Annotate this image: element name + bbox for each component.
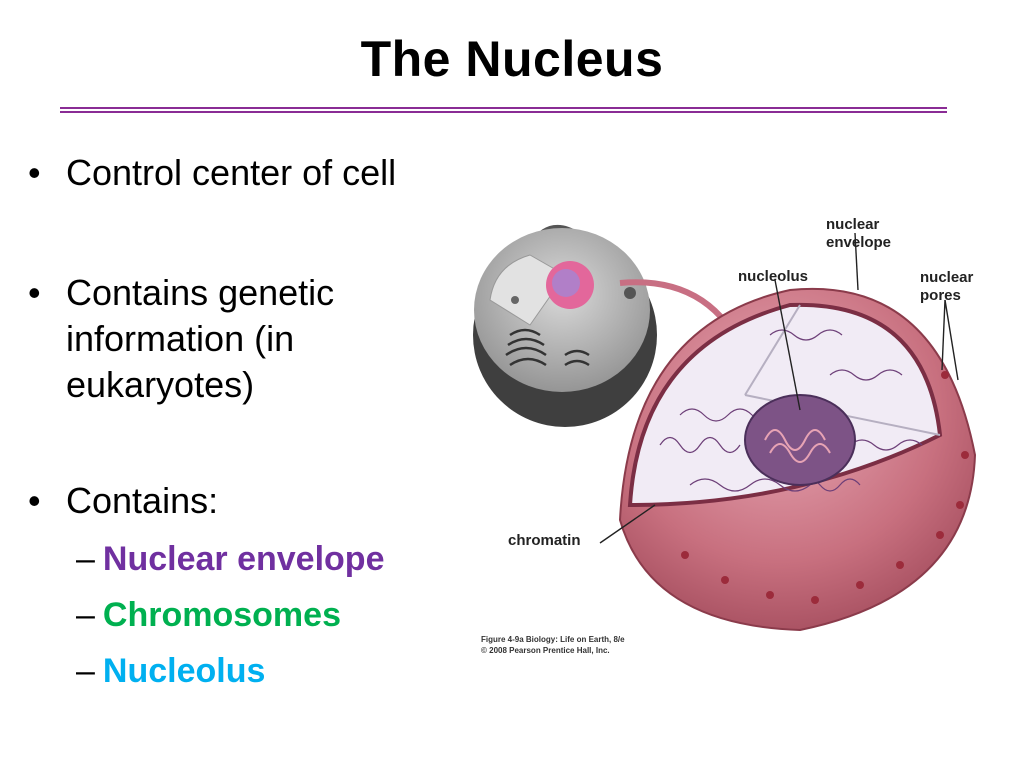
slide-title: The Nucleus — [360, 31, 664, 87]
sub-bullet-dash: – — [76, 540, 95, 578]
nucleus-illustration — [473, 225, 977, 632]
sub-bullet-text: Nucleolus — [102, 652, 266, 690]
sub-bullet-nucleolus: –Nucleolus — [76, 649, 265, 693]
bullet-dot: • — [28, 152, 41, 193]
sub-bullet-nuclear-envelope: –Nuclear envelope — [76, 537, 384, 581]
label-nucleolus: nucleolus — [738, 268, 809, 285]
bullet-dot: • — [28, 480, 41, 521]
figure-credit: Figure 4-9a Biology: Life on Earth, 8/e … — [481, 635, 625, 655]
title-divider-top — [60, 107, 947, 109]
label-nuclear-envelope: nuclear envelope — [826, 216, 892, 251]
label-chromatin: chromatin — [508, 532, 581, 549]
cell-thumbnail — [473, 225, 657, 427]
bullet-dot: • — [28, 272, 41, 313]
label-nuclear-pores: nuclear pores — [920, 269, 974, 304]
sub-bullet-dash: – — [76, 596, 95, 634]
bullet-text: Contains: — [66, 480, 219, 521]
bullet-text: Contains genetic information (in eukaryo… — [66, 272, 335, 405]
sub-bullet-chromosomes: –Chromosomes — [76, 593, 341, 637]
sub-bullet-dash: – — [76, 652, 95, 690]
sub-bullet-text: Nuclear envelope — [102, 540, 385, 578]
nucleus-cutaway — [599, 232, 977, 632]
title-divider-bottom — [60, 111, 947, 113]
bullet-text: Control center of cell — [66, 152, 397, 193]
sub-bullet-text: Chromosomes — [102, 596, 341, 634]
